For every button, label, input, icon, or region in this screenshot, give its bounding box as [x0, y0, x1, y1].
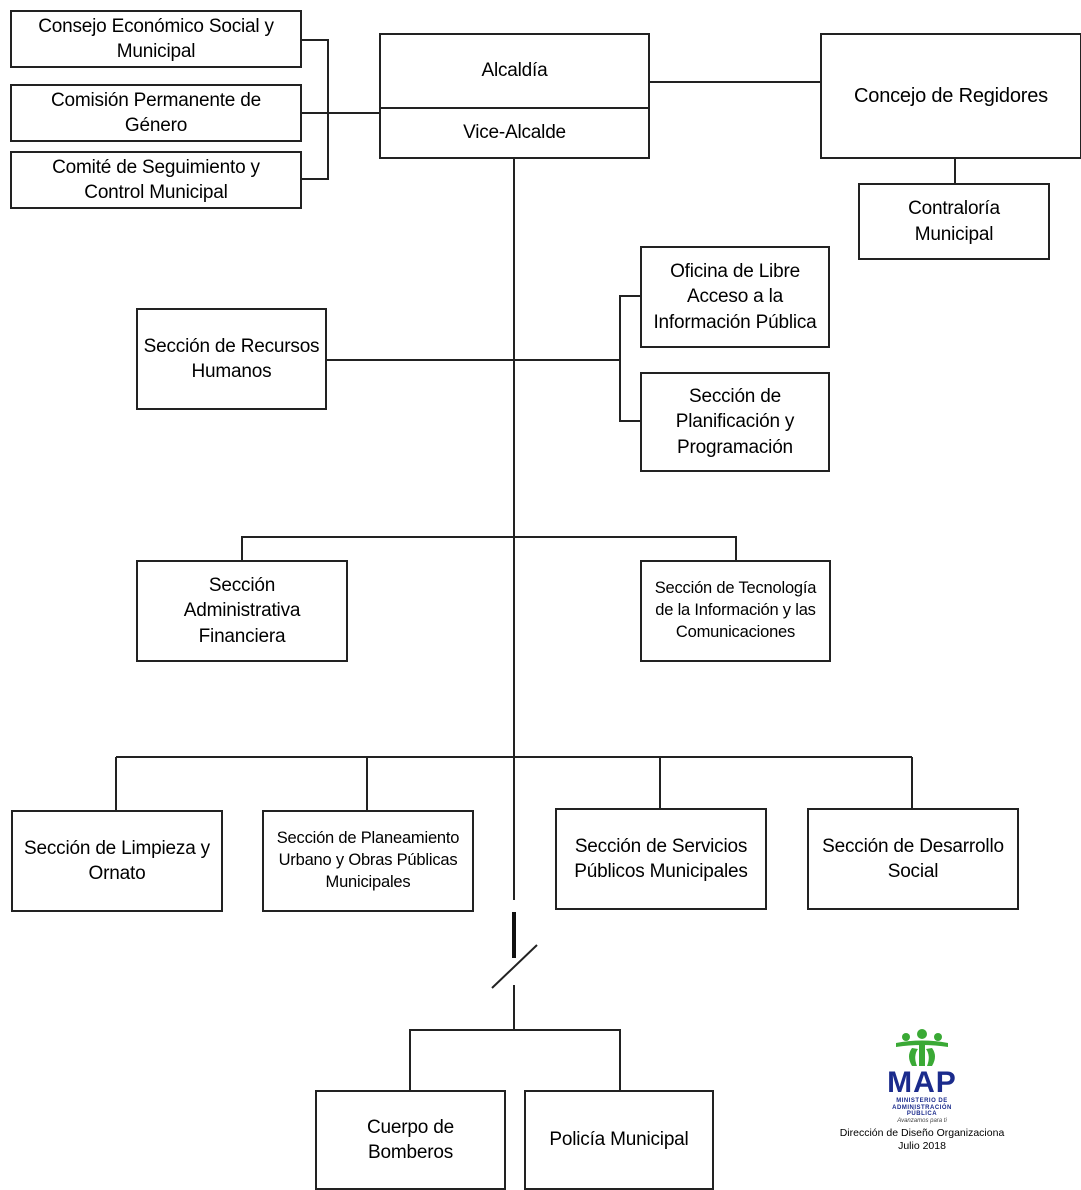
tic-line-1: Sección de Tecnología: [654, 579, 817, 598]
administrativa-line-1: Sección: [208, 575, 276, 597]
map-acronym: MAP: [887, 1066, 957, 1099]
comision-line-1: Comisión Permanente de: [51, 89, 261, 111]
contraloria-line-1: Contraloría: [908, 198, 1000, 220]
ministry-line-3: PÚBLICA: [906, 1111, 938, 1118]
planeamiento-line-2: Urbano y Obras Públicas: [278, 851, 458, 870]
seccion-desarrollo-box: Sección de Desarrollo Social: [807, 808, 1019, 910]
footer-direction: Dirección de Diseño Organizaciona: [839, 1126, 1005, 1139]
seccion-tic-box: Sección de Tecnología de la Información …: [640, 560, 831, 662]
rrhh-line-1: Sección de Recursos: [143, 335, 320, 357]
ministry-line-1: MINISTERIO DE: [896, 1098, 948, 1104]
consejo-line-1: Consejo Económico Social y: [38, 15, 274, 37]
planificacion-line-2: Planificación y: [675, 411, 795, 433]
consejo-economico-box: Consejo Económico Social y Municipal: [10, 10, 302, 68]
planificacion-line-3: Programación: [677, 436, 793, 458]
bomberos-line-1: Cuerpo de: [367, 1116, 454, 1138]
administrativa-line-2: Administrativa: [183, 600, 301, 622]
map-logo: MAP MINISTERIO DE ADMINISTRACIÓN PÚBLICA…: [802, 1028, 1042, 1153]
servicios-line-1: Sección de Servicios: [574, 835, 748, 857]
vice-alcalde-label: Vice-Alcalde: [463, 122, 566, 144]
map-emblem-icon: [896, 1029, 948, 1066]
planeamiento-line-3: Municipales: [325, 872, 411, 891]
oficina-line-3: Información Pública: [653, 311, 817, 333]
oficina-line-2: Acceso a la: [686, 286, 784, 308]
rrhh-line-2: Humanos: [191, 361, 272, 382]
comite-line-1: Comité de Seguimiento y: [52, 156, 260, 178]
planificacion-line-1: Sección de: [688, 386, 781, 408]
desarrollo-line-1: Sección de Desarrollo: [822, 835, 1004, 857]
oficina-line-1: Oficina de Libre: [670, 261, 800, 283]
contraloria-box: Contraloría Municipal: [858, 183, 1050, 260]
tic-line-2: de la Información y las: [655, 601, 816, 620]
seccion-planificacion-box: Sección de Planificación y Programación: [640, 372, 830, 472]
planeamiento-line-1: Sección de Planeamiento: [276, 829, 460, 848]
comite-seguimiento-box: Comité de Seguimiento y Control Municipa…: [10, 151, 302, 209]
seccion-servicios-box: Sección de Servicios Públicos Municipale…: [555, 808, 767, 910]
limpieza-line-1: Sección de Limpieza y: [24, 837, 210, 859]
footer-date: Julio 2018: [898, 1139, 946, 1152]
concejo-regidores-box: Concejo de Regidores: [820, 33, 1081, 159]
comision-genero-box: Comisión Permanente de Género: [10, 84, 302, 142]
policia-municipal-box: Policía Municipal: [524, 1090, 714, 1190]
consejo-line-2: Municipal: [116, 41, 196, 62]
contraloria-line-2: Municipal: [914, 223, 994, 245]
seccion-administrativa-box: Sección Administrativa Financiera: [136, 560, 348, 662]
seccion-planeamiento-box: Sección de Planeamiento Urbano y Obras P…: [262, 810, 474, 912]
administrativa-line-3: Financiera: [198, 625, 286, 647]
map-slogan: Avanzamos para ti: [897, 1117, 947, 1124]
limpieza-line-2: Ornato: [88, 863, 146, 884]
oficina-libre-acceso-box: Oficina de Libre Acceso a la Información…: [640, 246, 830, 348]
seccion-limpieza-box: Sección de Limpieza y Ornato: [11, 810, 223, 912]
alcaldia-label: Alcaldía: [381, 35, 648, 109]
ministry-line-2: ADMINISTRACIÓN: [892, 1104, 952, 1111]
bomberos-line-2: Bomberos: [368, 1142, 453, 1163]
alcaldia-box: Alcaldía Vice-Alcalde: [379, 33, 650, 159]
comision-line-2: Género: [124, 115, 188, 136]
cuerpo-bomberos-box: Cuerpo de Bomberos: [315, 1090, 506, 1190]
tic-line-3: Comunicaciones: [675, 622, 796, 641]
servicios-line-2: Públicos Municipales: [574, 861, 748, 882]
seccion-rrhh-box: Sección de Recursos Humanos: [136, 308, 327, 410]
comite-line-2: Control Municipal: [84, 182, 228, 203]
desarrollo-line-2: Social: [887, 861, 939, 882]
